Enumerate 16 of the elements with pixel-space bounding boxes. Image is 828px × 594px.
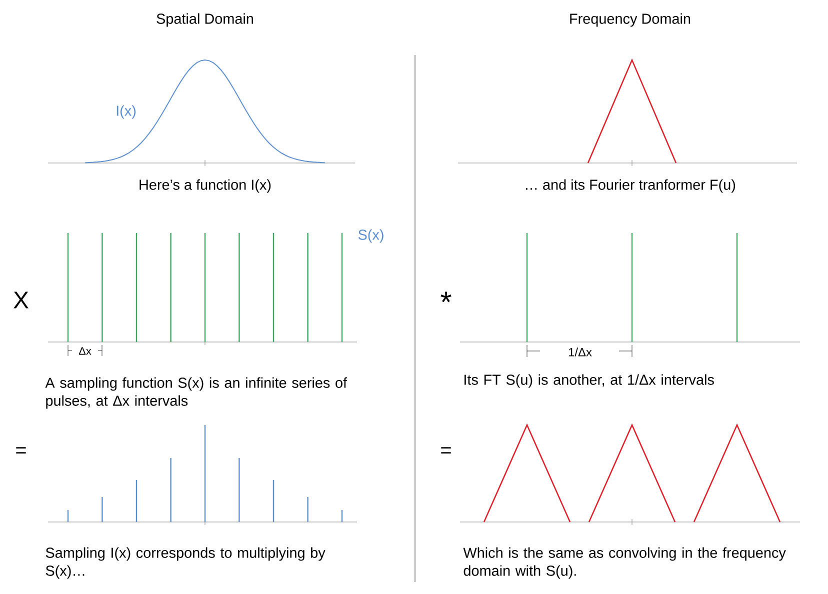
caption: Sampling I(x) corresponds to multiplying by S(x)… — [46, 547, 326, 579]
operator-symbol: X — [14, 292, 28, 308]
curve-label: S(x) — [358, 229, 384, 243]
operator-symbol: = — [16, 447, 26, 454]
curve-label: I(x) — [116, 105, 136, 119]
caption: Its FT S(u) is another, at 1/Δx intervals — [464, 374, 714, 388]
dimension-label: Δx — [78, 346, 92, 356]
column-heading: Spatial Domain — [156, 13, 254, 27]
operator-symbol: = — [441, 447, 451, 454]
column-heading: Frequency Domain — [570, 13, 690, 27]
operator-symbol: * — [440, 292, 452, 302]
caption: Which is the same as convolving in the frequency domain with S(u). — [463, 547, 786, 579]
caption: … and its Fourier tranformer F(u) — [526, 179, 736, 193]
caption: Here’s a function I(x) — [140, 179, 271, 193]
dimension-label: 1/Δx — [567, 346, 593, 358]
caption: A sampling function S(x) is an infinite series of pulses, at Δx intervals — [45, 377, 348, 409]
